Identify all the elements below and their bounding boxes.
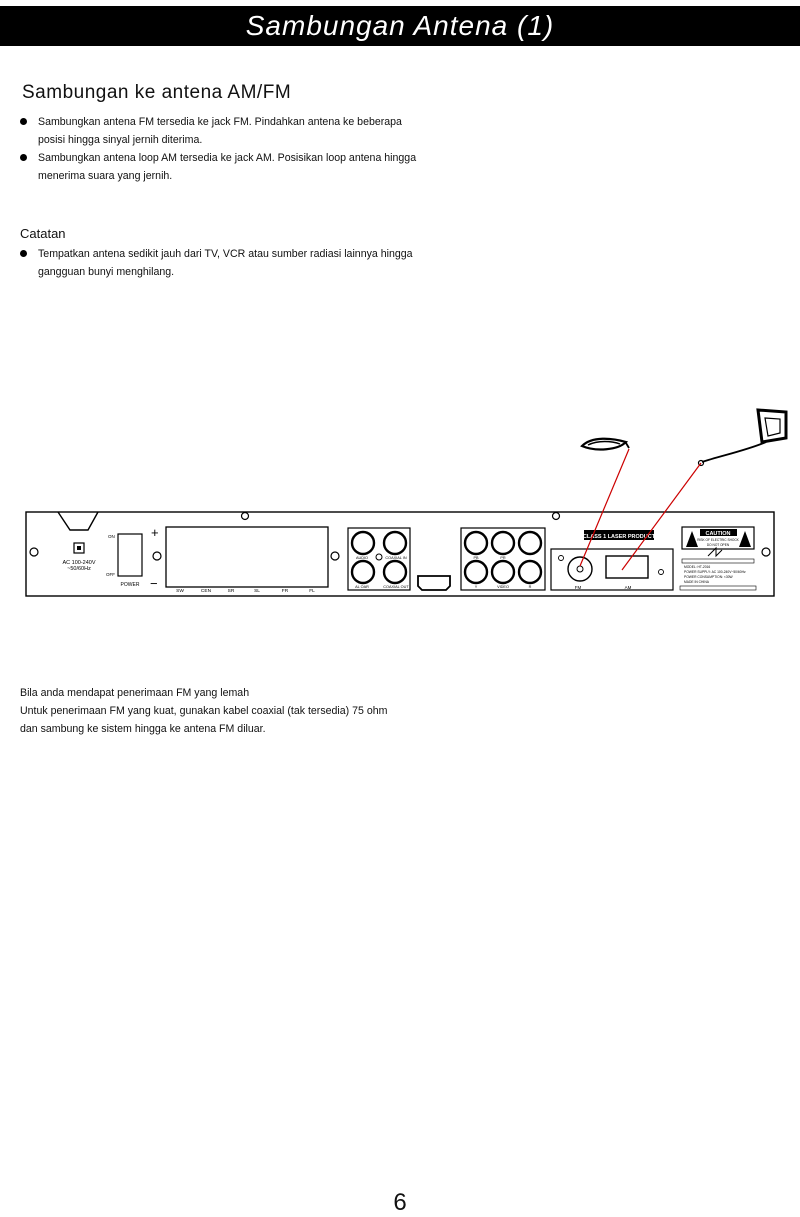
- pr-label: PR: [500, 556, 506, 560]
- ac-socket: [73, 542, 85, 554]
- pb-label: PB: [473, 556, 479, 560]
- list-item-text: Tempatkan antena sedikit jauh dari TV, V…: [38, 248, 413, 278]
- screw-icon: [761, 547, 771, 557]
- jack-icon: [490, 559, 516, 585]
- speaker-label: FR: [282, 588, 289, 594]
- antenna-block: [550, 548, 674, 591]
- note-title: Catatan: [20, 226, 66, 241]
- speaker-label: FL: [309, 588, 315, 594]
- screw-icon: [330, 551, 340, 561]
- page-number: 6: [393, 1189, 407, 1216]
- am-loop-antenna-icon: [697, 408, 788, 467]
- footer-note: Bila anda mendapat penerimaan FM yang le…: [20, 684, 387, 738]
- ac-label: AC 100-240V: [62, 560, 95, 566]
- fm-jack: [567, 556, 593, 582]
- video-label: VIDEO: [497, 585, 509, 589]
- list-item-text: Sambungkan antena FM tersedia ke jack FM…: [38, 116, 402, 146]
- coaxial-in-label: COAXIAL IN: [385, 556, 406, 560]
- caution-line: RISK OF ELECTRIC SHOCK: [697, 538, 739, 542]
- audio-out-label: AL OAR: [355, 585, 369, 589]
- jack-icon: [517, 559, 543, 585]
- warning-icon: [739, 531, 751, 547]
- jack-icon: [382, 530, 408, 556]
- jack-icon: [463, 559, 489, 585]
- audio-label: AUDIO: [356, 556, 368, 560]
- switch-off-label: OFF: [106, 572, 115, 577]
- fm-connection-line: [579, 448, 630, 567]
- speaker-label: SR: [228, 588, 235, 594]
- jack-icon: [490, 530, 516, 556]
- plus-sign: +: [151, 525, 159, 540]
- footer-line: dan sambung ke sistem hingga ke antena F…: [20, 723, 266, 735]
- rear-panel-diagram: AC 100-240V ~50/60Hz ON OFF POWER + − SW…: [25, 408, 788, 597]
- ac-freq-label: ~50/60Hz: [67, 566, 91, 572]
- fm-antenna-icon: [580, 437, 630, 451]
- info-line: POWER SUPPLY: AC 100-240V~50/60Hz: [684, 570, 746, 574]
- speaker-label: CEN: [201, 588, 212, 594]
- bullet-icon: [20, 154, 27, 161]
- minus-sign: −: [150, 576, 158, 591]
- list-item-text: Sambungkan antena loop AM tersedia ke ja…: [38, 152, 417, 182]
- title-bar: Sambungan Antena (1): [0, 6, 800, 46]
- jack-icon: [463, 530, 489, 556]
- bullet-icon: [20, 118, 27, 125]
- list-item: Sambungkan antena FM tersedia ke jack FM…: [20, 113, 420, 149]
- screw-icon: [240, 511, 250, 521]
- video-block: [460, 527, 546, 591]
- info-line: POWER CONSUMPTION: <30W: [684, 575, 734, 579]
- page-title: Sambungan Antena (1): [245, 10, 555, 41]
- brand-logo-icon: [707, 546, 723, 558]
- speaker-label: SW: [176, 588, 184, 594]
- speaker-terminal: [165, 526, 329, 588]
- jack-icon: [517, 530, 543, 556]
- power-switch: [117, 533, 143, 577]
- bullet-icon: [20, 250, 27, 257]
- laser-label: CLASS 1 LASER PRODUCT: [583, 534, 656, 540]
- caution-title: CAUTION: [705, 531, 730, 537]
- y-label: Y: [475, 585, 478, 589]
- screw-icon: [152, 551, 162, 561]
- list-item: Tempatkan antena sedikit jauh dari TV, V…: [20, 245, 420, 281]
- jack-icon: [382, 559, 408, 585]
- footer-line: Untuk penerimaan FM yang kuat, gunakan k…: [20, 705, 388, 717]
- am-terminal: [605, 555, 649, 579]
- section-heading: Sambungan ke antena AM/FM: [22, 82, 292, 103]
- speaker-label: SL: [254, 588, 260, 594]
- r-label: R: [529, 585, 532, 589]
- instruction-list: Sambungkan antena FM tersedia ke jack FM…: [20, 113, 420, 185]
- jack-icon: [350, 559, 376, 585]
- am-label: AM: [625, 585, 632, 590]
- laser-label-plate: [584, 530, 654, 540]
- audio-block: [347, 527, 411, 591]
- caution-line: DO NOT OPEN: [707, 543, 730, 547]
- warning-icon: [686, 531, 698, 547]
- screw-icon: [29, 547, 39, 557]
- note-list: Tempatkan antena sedikit jauh dari TV, V…: [20, 245, 420, 281]
- hdmi-port: [417, 575, 451, 591]
- list-item: Sambungkan antena loop AM tersedia ke ja…: [20, 149, 420, 185]
- footer-line: Bila anda mendapat penerimaan FM yang le…: [20, 687, 250, 699]
- am-connection-line: [621, 462, 702, 571]
- power-label: POWER: [121, 582, 140, 588]
- screw-icon: [551, 511, 561, 521]
- info-line: MODEL: HT-2016: [684, 565, 710, 569]
- cord-entry: [57, 511, 99, 531]
- coaxial-out-label: COAXIAL OUT: [383, 585, 409, 589]
- fm-label: FM: [575, 585, 582, 590]
- switch-on-label: ON: [108, 534, 115, 539]
- jack-icon: [350, 530, 376, 556]
- info-line: MADE IN CHINA: [684, 580, 710, 584]
